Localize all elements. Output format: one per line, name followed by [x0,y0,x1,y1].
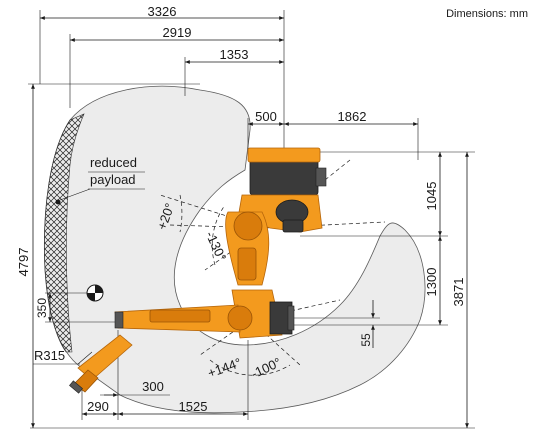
dim-flange: 55 [359,333,373,347]
flange-dimension [290,300,380,348]
dim-bottom-left: 290 [87,399,109,414]
dim-bottom-mid: 1525 [179,399,208,414]
robot-wrist-pose [69,334,133,394]
leader-dot [55,199,61,205]
reduced-payload-region [44,113,85,353]
dim-rear-reach: 1862 [338,109,367,124]
right-dimensions [30,151,475,429]
dim-radius: R315 [34,348,65,363]
reduced-label: reduced [90,155,137,170]
dim-height-lower: 3871 [451,278,466,307]
top-dimensions [39,10,419,160]
dim-height-total: 4797 [16,248,31,277]
dim-reach-total: 3326 [148,4,177,19]
robot-extended-pose [114,304,253,333]
dim-offset-front: 1353 [220,47,249,62]
left-dimensions [28,83,200,428]
payload-label: payload [90,172,136,187]
angle-a3-up: -130° [203,229,230,264]
dim-arm-height: 1300 [424,268,439,297]
dim-a1-offset: 500 [255,109,277,124]
dim-height-upper: 1045 [424,182,439,211]
tcp-center-symbol [86,284,104,302]
dim-low-offset: 350 [35,298,49,318]
work-envelope [44,85,426,414]
units-note: Dimensions: mm [446,8,528,20]
dim-wrist-offset: 300 [142,379,164,394]
dim-reach-front: 2919 [163,25,192,40]
